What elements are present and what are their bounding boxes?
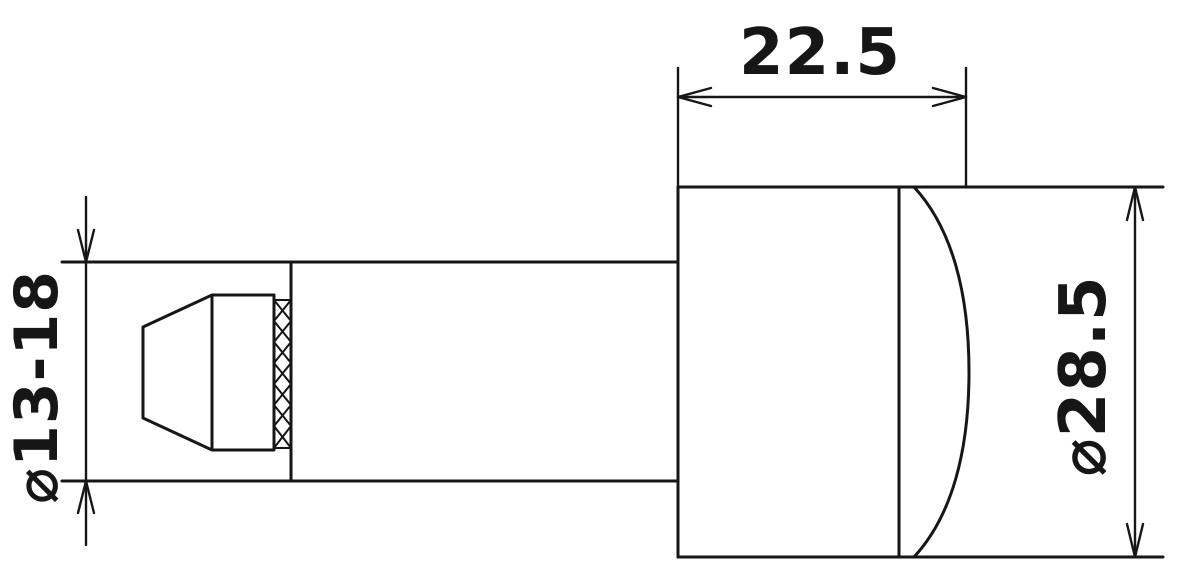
- clamp-diameter-value: ⌀13-18: [2, 270, 72, 504]
- expander-cone: [141, 293, 276, 452]
- dim-arrow-bottom: [76, 479, 96, 515]
- head-diameter-value: ⌀28.5: [1047, 275, 1121, 476]
- dim-arrow-left: [676, 86, 713, 108]
- dimension-head-diameter: [1125, 185, 1145, 559]
- head-length-value: 22.5: [739, 16, 901, 90]
- dim-arrow-down: [1125, 522, 1145, 559]
- dim-arrow-right: [931, 86, 968, 108]
- dim-arrow-up: [1125, 185, 1145, 222]
- head-dome-curve: [912, 185, 971, 559]
- clamp-tube-outline: [60, 260, 680, 483]
- knurl-sleeve-hatching: [273, 299, 292, 449]
- dimension-head-length: [676, 66, 968, 189]
- dim-arrow-top: [76, 228, 96, 264]
- dimension-clamp-diameter: [76, 195, 96, 547]
